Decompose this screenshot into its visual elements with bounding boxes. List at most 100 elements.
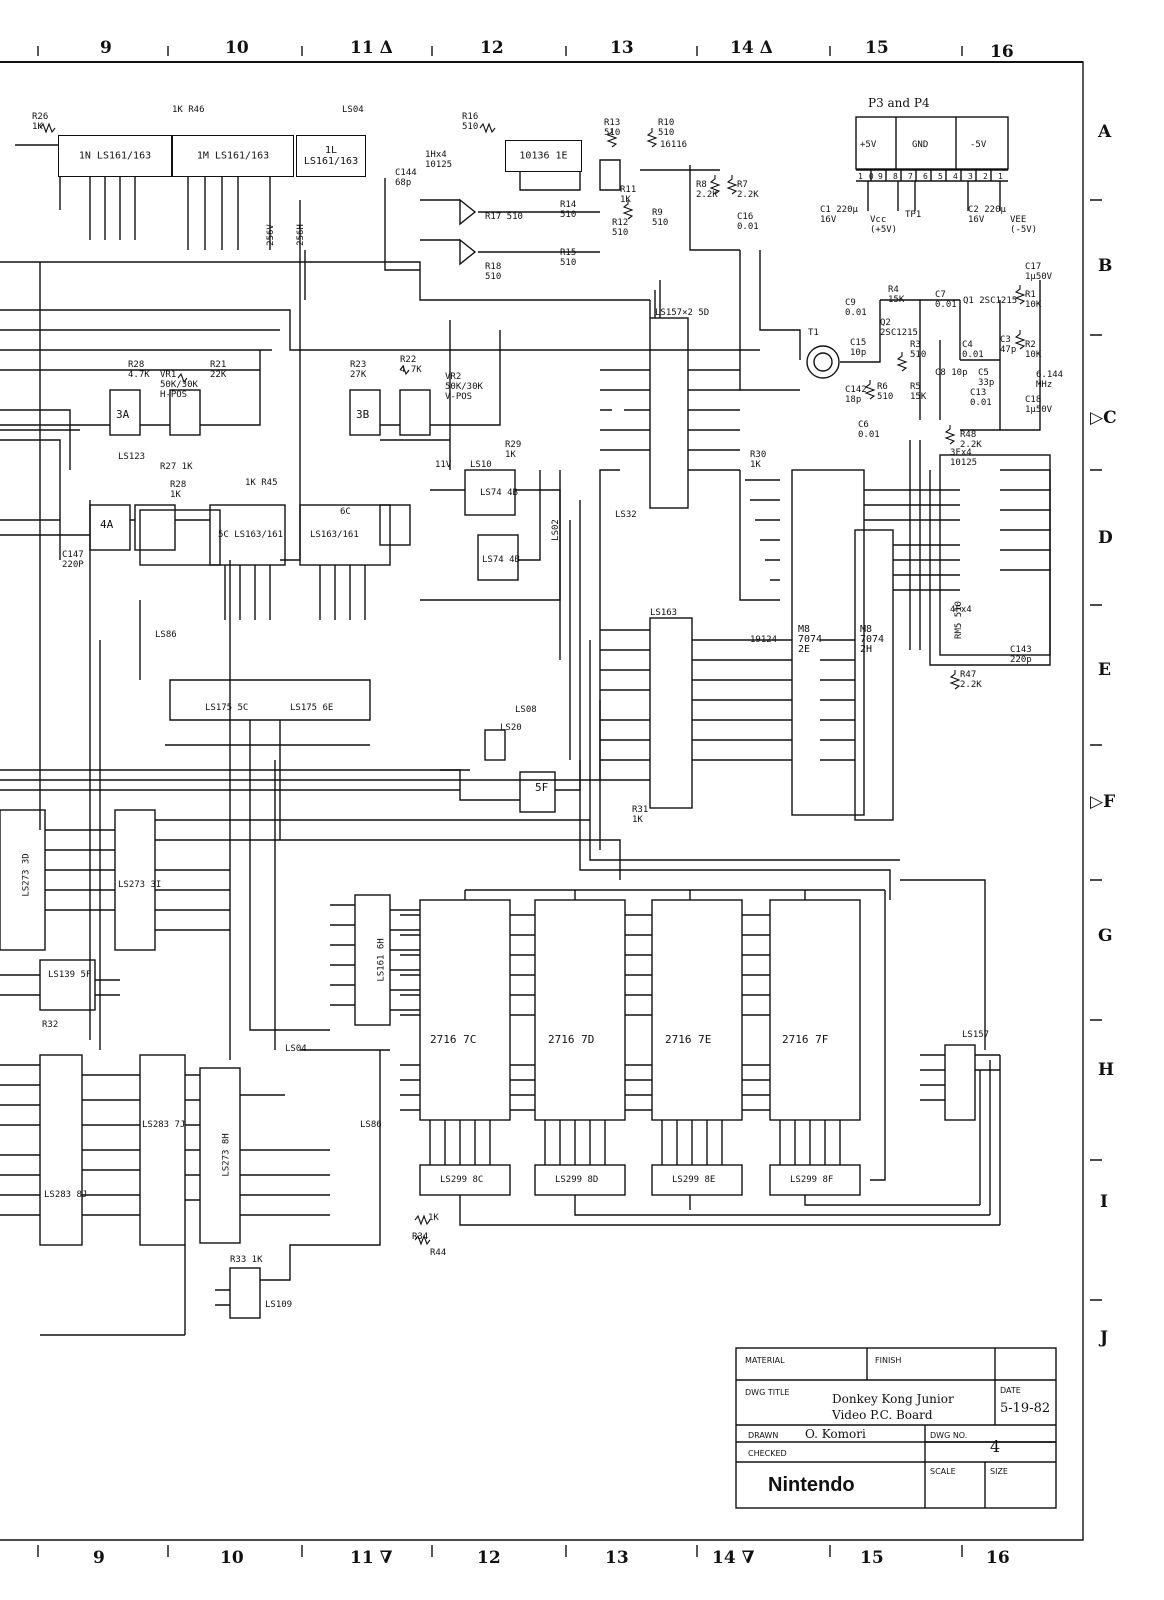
dwg-title-label: DWG TITLE: [745, 1388, 790, 1397]
gate-ls04-b: LS04: [285, 1044, 307, 1054]
zone-label-top: 10: [225, 38, 249, 58]
transistor-q1: Q1 2SC1215: [963, 296, 1018, 306]
ic-4b-ls74: LS74 4B: [480, 488, 518, 498]
zone-label-bottom: 15: [860, 1548, 884, 1568]
zone-label-top: 15: [865, 38, 889, 58]
resistor-r45: 1K R45: [245, 478, 278, 488]
ic-ls109: LS109: [265, 1300, 293, 1310]
power-pin-8: 3: [968, 172, 973, 181]
resistor-r33: R33 1K: [230, 1255, 263, 1265]
row-label: H: [1098, 1060, 1115, 1080]
zone-label-bottom: 14 ∇: [712, 1548, 755, 1568]
resistor-r30: R30 1K: [750, 450, 767, 470]
resistor-r7: R7 2.2K: [737, 180, 759, 200]
resistor-r16: R16 510: [462, 112, 479, 132]
resistor-r8: R8 2.2K: [696, 180, 718, 200]
resistor-r27: R27 1K: [160, 462, 193, 472]
resistor-r14: R14 510: [560, 200, 577, 220]
resistor-r18: R18 510: [485, 262, 502, 282]
gate-ls32: LS32: [615, 510, 637, 520]
ic-1m-counter: 1M LS161/163: [172, 135, 294, 177]
row-label: A: [1098, 122, 1112, 142]
row-label: J: [1100, 1328, 1109, 1348]
power-pin-3: 8: [893, 172, 898, 181]
ic-3a: 3A: [116, 408, 130, 421]
capacitor-c7: C7 0.01: [935, 290, 957, 310]
ic-8e-ls299: LS299 8E: [672, 1175, 716, 1185]
transistor-q2: Q2 2SC1215: [880, 318, 918, 338]
dwg-no-value: 4: [990, 1437, 1001, 1456]
date-label: DATE: [1000, 1386, 1021, 1395]
capacitor-c6: C6 0.01: [858, 420, 880, 440]
ic-5f: 5F: [535, 781, 549, 794]
zone-label-bottom: 9: [93, 1548, 105, 1568]
drawn-label: DRAWN: [748, 1431, 779, 1440]
resistor-r4: R4 15K: [888, 285, 905, 305]
row-label: I: [1100, 1192, 1108, 1212]
checked-label: CHECKED: [748, 1449, 787, 1458]
zone-label-top: 11 Δ: [350, 38, 393, 58]
cap-c2-label: C2 220μ 16V: [968, 205, 1006, 225]
zone-label-top: 12: [480, 38, 504, 58]
rom-7e-2716: 2716 7E: [665, 1033, 712, 1046]
capacitor-c147: C147 220P: [62, 550, 84, 570]
resistor-r6: R6 510: [877, 382, 894, 402]
resistor-r21: R21 22K: [210, 360, 227, 380]
scale-label: SCALE: [930, 1467, 956, 1476]
zone-label-top: 14 Δ: [730, 38, 773, 58]
ic-6c-counter: LS163/161: [310, 530, 359, 540]
resistor-r9: R9 510: [652, 208, 669, 228]
potentiometer-vr2: VR2 50K/30K V-POS: [445, 372, 483, 402]
resistor-r12: R12 510: [612, 218, 629, 238]
signal-11v: 11V: [435, 460, 452, 470]
resistor-r47: R47 2.2K: [960, 670, 982, 690]
row-label: ▷C: [1090, 408, 1117, 428]
buffer-1h: 1Hx4 10125: [425, 150, 453, 170]
ic-8d-ls299: LS299 8D: [555, 1175, 599, 1185]
gate-ls08: LS08: [515, 705, 537, 715]
material-label: MATERIAL: [745, 1356, 785, 1365]
resistor-r2: R2 10K: [1025, 340, 1042, 360]
zone-label-bottom: 10: [220, 1548, 244, 1568]
power-pin-9: 2: [983, 172, 988, 181]
ic-3d-ls273: LS273 3D: [21, 853, 32, 897]
resistor-r17: R17 510: [485, 212, 523, 222]
resistor-r48: R48 2.2K: [960, 430, 982, 450]
ic-1n-counter: 1N LS161/163: [58, 135, 172, 177]
ic-6e-ls175: LS175 6E: [290, 703, 334, 713]
oneshot-ls123-a: LS123: [118, 452, 146, 462]
size-label: SIZE: [990, 1467, 1008, 1476]
capacitor-c13: C13 0.01: [970, 388, 992, 408]
buffer-4f: 4Fx4: [950, 605, 972, 615]
ic-4b-ls74-b: LS74 4B: [482, 555, 520, 565]
transformer-t1: T1: [808, 328, 819, 338]
resistor-r1: R1 10K: [1025, 290, 1042, 310]
resistor-r26: R26 1K: [32, 112, 49, 132]
ic-5d-ls157: LS157×2 5D: [655, 308, 710, 318]
capacitor-c18: C18 1μ50V: [1025, 395, 1053, 415]
ic-3i-ls273: LS273 3I: [118, 880, 162, 890]
zone-label-bottom: 16: [986, 1548, 1010, 1568]
ic-ls163: LS163: [650, 608, 678, 618]
ic-6c-label: 6C: [340, 507, 351, 517]
power-pin-7: 4: [953, 172, 958, 181]
buffer-3f: 3Fx4 10125: [950, 448, 978, 468]
capacitor-c17: C17 1μ50V: [1025, 262, 1053, 282]
ic-2h-ram: M8 7074 2H: [860, 624, 885, 655]
resistor-r31: R31 1K: [632, 805, 649, 825]
rom-7d-2716: 2716 7D: [548, 1033, 595, 1046]
power-connector-title: P3 and P4: [868, 96, 930, 110]
zone-label-top: 13: [610, 38, 634, 58]
capacitor-c3: C3 47p: [1000, 335, 1017, 355]
power-pin-10: 1: [998, 172, 1003, 181]
row-label: D: [1098, 528, 1113, 548]
rom-7f-2716: 2716 7F: [782, 1033, 829, 1046]
ic-ls157-right: LS157: [962, 1030, 990, 1040]
power-pin-5: 6: [923, 172, 928, 181]
row-label: ▷F: [1090, 792, 1116, 812]
zone-label-top: 16: [990, 42, 1014, 62]
cap-c1-label: C1 220μ 16V: [820, 205, 858, 225]
capacitor-c16: C16 0.01: [737, 212, 759, 232]
power-minus5-label: -5V: [970, 140, 987, 150]
